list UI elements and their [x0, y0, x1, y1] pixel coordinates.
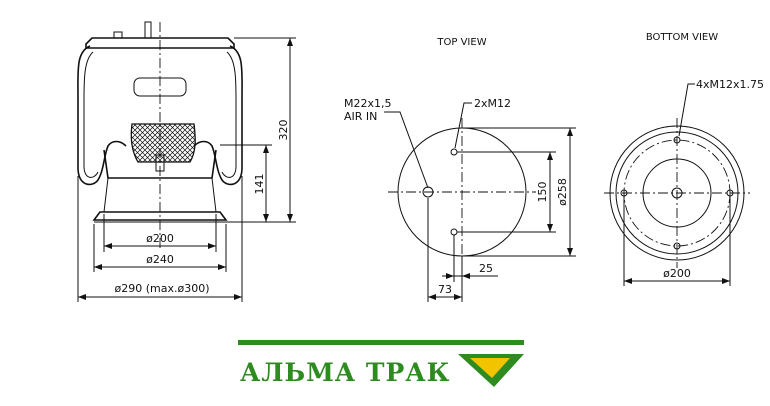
stud-top	[450, 148, 458, 156]
bottom-view-title: BOTTOM VIEW	[646, 32, 718, 43]
dim-25-label: 25	[479, 262, 493, 275]
brand-bar	[238, 340, 524, 345]
top-pin	[113, 31, 123, 38]
bottom-view: BOTTOM VIEW 4xM12x1.75 ø200	[604, 32, 764, 286]
dim-141-arrows	[263, 145, 269, 222]
callout-port-line2: AIR IN	[344, 110, 377, 123]
dim-320-label: 320	[277, 120, 290, 141]
callout-bottom-label: 4xM12x1.75	[696, 78, 764, 91]
dim-25-arrows	[446, 273, 470, 279]
side-view: 320 141 ø200 ø240 ø290 (max.ø300)	[77, 21, 296, 302]
top-view: TOP VIEW 150 ø258 M22x1,5 AIR IN 2xM12 2…	[344, 37, 576, 302]
dim-73-arrows	[428, 294, 462, 300]
bellow-inner-left	[83, 51, 99, 178]
bellow-slot	[133, 77, 187, 97]
bellow-inner-right	[221, 51, 237, 178]
dim-200-label: ø200	[146, 232, 174, 245]
callout-studs-label: 2xM12	[474, 97, 511, 110]
bottom-hole-top	[673, 136, 681, 144]
bellow-left	[77, 45, 127, 186]
brand-block: АЛЬМА ТРАК	[238, 340, 526, 396]
top-stud	[144, 21, 152, 39]
bump-stop	[130, 123, 196, 163]
dim-141-label: 141	[253, 174, 266, 195]
piston-upper	[103, 149, 217, 179]
callout-studs-leader	[454, 102, 472, 149]
logo-chevron-inner	[470, 358, 510, 378]
callout-port-line1: M22x1,5	[344, 97, 392, 110]
dim-290-label: ø290 (max.ø300)	[115, 282, 210, 295]
brand-logo-mark	[458, 354, 524, 387]
stud-bottom	[450, 228, 458, 236]
bellow-right	[193, 45, 243, 186]
dim-b200-label: ø200	[663, 267, 691, 280]
dim-73-label: 73	[438, 283, 452, 296]
dim-258-label: ø258	[556, 178, 569, 206]
callout-port-leader	[384, 111, 429, 189]
callout-bottom-leader	[678, 83, 695, 137]
brand-name: АЛЬМА ТРАК	[240, 358, 451, 387]
piston-bolt	[155, 154, 165, 172]
dim-150-arrows	[547, 152, 553, 232]
top-view-title: TOP VIEW	[436, 37, 486, 48]
dim-240-label: ø240	[146, 253, 174, 266]
dim-150-label: 150	[536, 182, 549, 203]
bottom-hole-bottom	[673, 242, 681, 250]
piston-base	[92, 211, 228, 221]
